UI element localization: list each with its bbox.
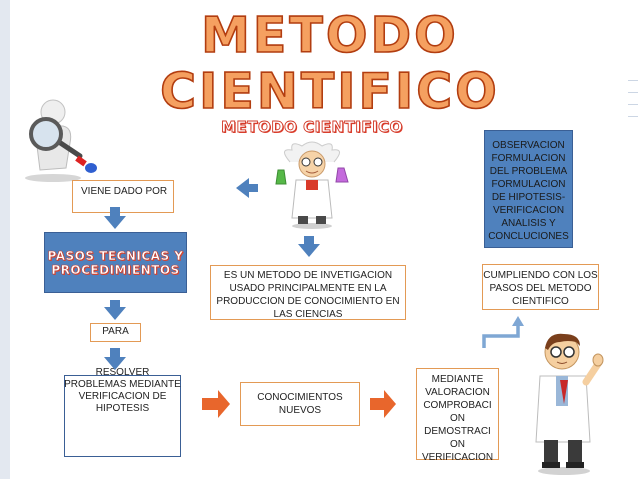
arrow-down-3 bbox=[104, 348, 126, 370]
box-resolver: RESOLVER PROBLEMAS MEDIANTE VERIFICACION… bbox=[64, 367, 181, 457]
arrow-down-2 bbox=[104, 300, 126, 320]
diagram-subtitle: METODO CIENTIFICO bbox=[221, 118, 403, 137]
pasos-label: PASOS TECNICAS Y PROCEDIMIENTOS bbox=[47, 248, 184, 277]
box-viene-dado-por: VIENE DADO POR bbox=[72, 180, 174, 213]
magnifier-figure-icon bbox=[25, 99, 97, 182]
left-accent-bar bbox=[0, 0, 10, 479]
arrow-right-1 bbox=[202, 390, 230, 418]
box-conocimientos-nuevos: CONOCIMIENTOS NUEVOS bbox=[240, 382, 360, 426]
box-para: PARA bbox=[90, 323, 141, 342]
page-title: METODO CIENTIFICO bbox=[159, 7, 500, 121]
arrow-down-1 bbox=[104, 207, 126, 229]
box-pasos-tecnicas: PASOS TECNICAS Y PROCEDIMIENTOS bbox=[44, 232, 187, 293]
arrow-down-4 bbox=[298, 236, 320, 257]
box-es-un-metodo: ES UN METODO DE INVETIGACION USADO PRINC… bbox=[210, 265, 406, 320]
resolver-label: RESOLVER PROBLEMAS MEDIANTE VERIFICACION… bbox=[64, 367, 181, 414]
box-observacion: OBSERVACION FORMULACION DEL PROBLEMA FOR… bbox=[484, 130, 573, 248]
doctor-icon bbox=[535, 333, 604, 475]
arrow-left bbox=[236, 178, 258, 198]
box-cumpliendo: CUMPLIENDO CON LOS PASOS DEL METODO CIEN… bbox=[482, 264, 599, 310]
scientist-icon bbox=[275, 141, 349, 229]
arrow-elbow bbox=[482, 322, 520, 348]
box-mediante: MEDIANTE VALORACION COMPROBACI ON DEMOST… bbox=[416, 368, 499, 463]
arrow-right-2 bbox=[370, 390, 396, 418]
